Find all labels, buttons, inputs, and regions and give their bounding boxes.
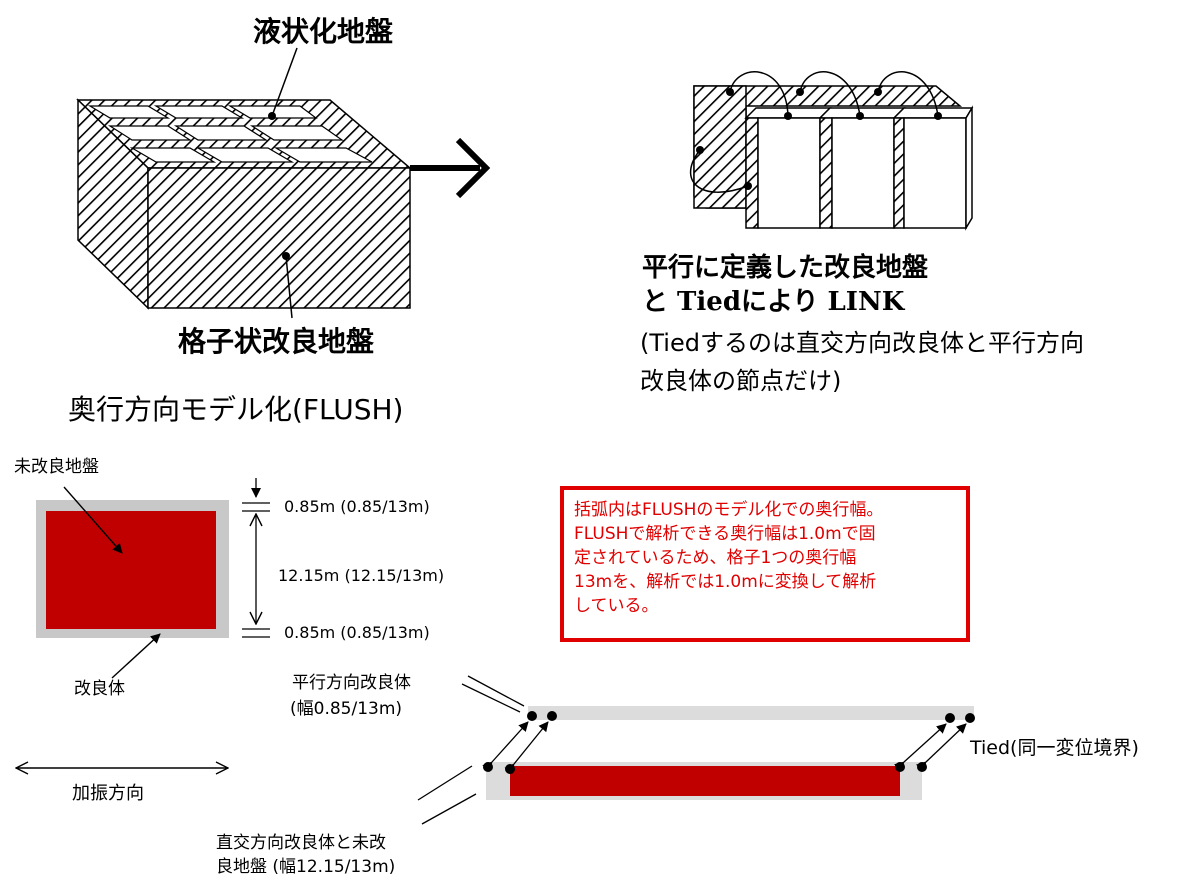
dimension-lines	[242, 478, 270, 638]
improved-body-label: 改良体	[74, 679, 125, 699]
note-line: 13mを、解析では1.0mに変換して解析	[574, 572, 877, 592]
excitation-direction-label: 加振方向	[72, 783, 144, 804]
tied-boundary-label: Tied(同一変位境界)	[970, 737, 1139, 759]
unimproved-ground-label: 未改良地盤	[14, 457, 99, 477]
parallel-body-label-line2: (幅0.85/13m)	[290, 699, 403, 719]
orthogonal-body-label-line1: 直交方向改良体と未改	[216, 833, 386, 853]
grid-improved-block	[76, 47, 413, 319]
plan-view	[16, 486, 229, 768]
note-box: 括弧内はFLUSHのモデル化での奥行幅。 FLUSHで解析できる奥行幅は1.0m…	[560, 486, 970, 642]
parallel-body-label-line1: 平行方向改良体	[292, 673, 411, 693]
dimension-top-label: 0.85m (0.85/13m)	[284, 497, 430, 516]
note-line: 括弧内はFLUSHのモデル化での奥行幅。	[574, 500, 884, 520]
note-line: 定されているため、格子1つの奥行幅	[574, 548, 857, 568]
parallel-definition-line2: と Tiedにより LINK	[642, 287, 905, 317]
liquefied-ground-label: 液状化地盤	[253, 15, 394, 48]
section-title: 奥行方向モデル化(FLUSH)	[68, 393, 404, 426]
dimension-middle-label: 12.15m (12.15/13m)	[278, 566, 445, 585]
dimension-bottom-label: 0.85m (0.85/13m)	[284, 623, 430, 642]
tied-note-line1: (Tiedするのは直交方向改良体と平行方向	[640, 329, 1084, 357]
note-line: FLUSHで解析できる奥行幅は1.0mで固	[574, 524, 876, 544]
section-view	[417, 675, 975, 825]
parallel-definition-line1: 平行に定義した改良地盤	[642, 253, 929, 283]
grid-improved-ground-label: 格子状改良地盤	[178, 325, 375, 358]
note-line: している。	[574, 596, 659, 616]
parallel-improved-blocks	[689, 71, 974, 231]
tied-note-line2: 改良体の節点だけ)	[640, 367, 842, 395]
orthogonal-body-label-line2: 良地盤 (幅12.15/13m)	[216, 857, 396, 877]
transform-arrow	[410, 137, 491, 199]
